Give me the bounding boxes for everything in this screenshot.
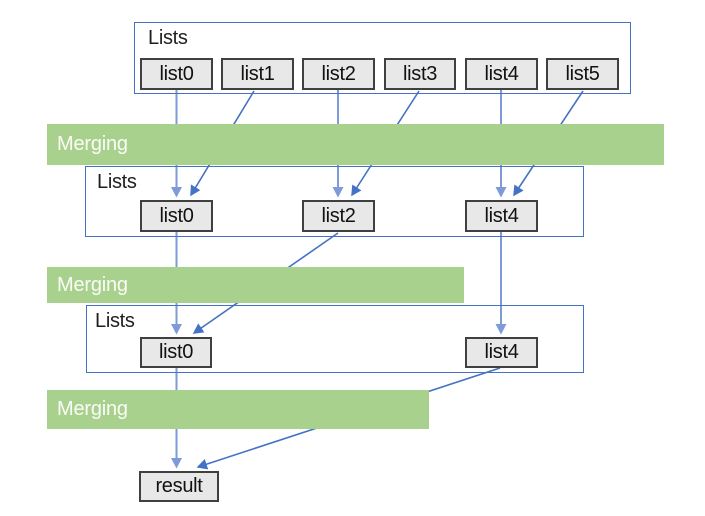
merging-label-1: Merging (57, 133, 128, 155)
list-node-stage2-list2: list2 (302, 200, 375, 232)
merging-band-2: Merging (47, 267, 464, 303)
lists-container-stage1 (134, 22, 631, 94)
list-node-stage1-list0: list0 (140, 58, 213, 90)
list-node-stage3-list0: list0 (140, 337, 212, 368)
list-node-stage3-list4: list4 (465, 337, 538, 368)
merging-band-3: Merging (47, 390, 429, 429)
list-node-stage1-list2: list2 (302, 58, 375, 90)
list-node-stage1-list4: list4 (465, 58, 538, 90)
lists-label-stage3: Lists (95, 310, 135, 332)
lists-label-stage2: Lists (97, 171, 137, 193)
result-node: result (139, 471, 219, 502)
list-node-stage2-list4: list4 (465, 200, 538, 232)
list-node-stage1-list1: list1 (221, 58, 294, 90)
lists-container-stage3 (86, 305, 584, 373)
list-node-stage1-list3: list3 (384, 58, 456, 90)
lists-label-stage1: Lists (148, 27, 188, 49)
list-node-stage1-list5: list5 (546, 58, 619, 90)
merging-band-1: Merging (47, 124, 664, 165)
merging-label-3: Merging (57, 398, 128, 420)
list-node-stage2-list0: list0 (140, 200, 213, 232)
merging-label-2: Merging (57, 273, 128, 296)
lists-container-stage2 (85, 166, 584, 237)
